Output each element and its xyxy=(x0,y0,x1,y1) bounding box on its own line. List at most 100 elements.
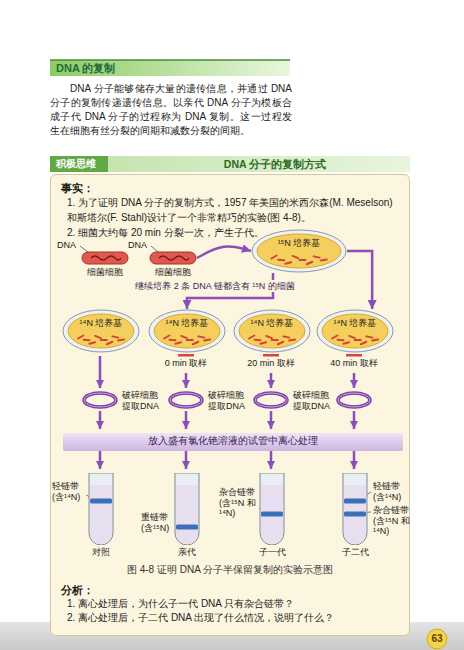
petri-dish: ¹⁴N 培养基 xyxy=(233,309,311,353)
petri-dish: ¹⁴N 培养基 xyxy=(316,309,394,353)
part-label: DNA xyxy=(57,240,79,251)
step-arrow xyxy=(353,373,356,388)
dish-bacterium xyxy=(101,339,107,341)
petri-dish: ¹⁴N 培养基 xyxy=(148,309,226,353)
band-label: 重链带 (含¹⁵N) xyxy=(141,512,173,533)
dish-rim xyxy=(149,310,225,352)
band-label: 杂合链带 (含¹⁵N 和¹⁴N) xyxy=(373,505,411,537)
panel-ground xyxy=(50,174,410,636)
node-label: 放入盛有氯化铯溶液的试管中离心处理 xyxy=(63,433,403,449)
node-label: 子一代 xyxy=(254,547,290,558)
body-text: 1. 离心处理后，为什么子一代 DNA 只有杂合链带？ xyxy=(67,597,401,612)
process-band: 放入盛有氯化铯溶液的试管中离心处理 xyxy=(63,433,403,451)
bacterium: 细菌细胞 xyxy=(149,251,197,279)
step-arrow xyxy=(270,411,273,429)
header-bar xyxy=(50,60,290,76)
dish-bacterium xyxy=(332,336,337,339)
flow-arrow xyxy=(197,247,251,258)
dish-shape xyxy=(233,309,311,353)
dish-bacterium xyxy=(283,336,289,337)
dish-bacterium xyxy=(299,259,305,261)
tube-shape xyxy=(254,473,290,545)
node-label: 细菌细胞 xyxy=(81,267,129,278)
dish-bacterium xyxy=(278,259,284,262)
section-bar: 积极思维DNA 分子的复制方式 xyxy=(50,156,410,172)
sample-mark xyxy=(178,354,194,357)
dna-bands xyxy=(90,499,112,504)
dish-bacterium xyxy=(193,342,198,345)
dish-bacterium xyxy=(285,262,291,264)
dish-bacterium xyxy=(89,342,95,344)
node-label: ¹⁴N 培养基 xyxy=(148,318,226,329)
dish-bacterium xyxy=(84,339,90,342)
step-arrow xyxy=(185,451,188,469)
cell-body xyxy=(150,252,196,264)
dish-bacteria xyxy=(332,336,378,345)
tube-shape xyxy=(337,473,373,545)
tube-liquid xyxy=(90,485,112,544)
dna-band xyxy=(90,499,112,504)
sample-label: 0 min 取样 xyxy=(158,358,214,369)
test-tube: 亲代 xyxy=(169,473,205,559)
cell-body xyxy=(82,252,128,264)
dish-bacterium xyxy=(343,342,349,344)
dna-band xyxy=(344,499,366,504)
dish-rim xyxy=(63,310,139,352)
dish-bacterium xyxy=(260,342,266,344)
dish-rim xyxy=(234,310,310,352)
band-label: 轻链带 (含¹⁴N) xyxy=(52,481,84,502)
tube-liquid xyxy=(176,485,198,544)
dish-shape xyxy=(148,309,226,353)
petri-dish: ¹⁴N 培养基 xyxy=(62,309,140,353)
dish-bacterium xyxy=(181,336,187,338)
cell-dna xyxy=(159,256,189,260)
dna-band xyxy=(344,512,366,517)
dish-bacteria xyxy=(249,336,295,345)
tube-liquid xyxy=(344,485,366,544)
ring-highlight xyxy=(338,393,370,407)
dish-bacterium xyxy=(361,342,366,345)
dish-bacterium xyxy=(293,256,299,258)
dish-bacterium xyxy=(170,339,176,342)
step-label: 破碎细胞 提取DNA xyxy=(122,390,160,411)
step-arrow xyxy=(185,411,188,429)
leader-lines xyxy=(80,246,371,526)
test-tube: 子一代 xyxy=(254,473,290,559)
body-text: 2. 离心处理后，子二代 DNA 出现了什么情况，说明了什么？ xyxy=(67,611,401,626)
section-heading: 事实： xyxy=(61,181,121,195)
dish-bacterium xyxy=(175,342,181,344)
dna-bands xyxy=(344,499,366,517)
dish-bacterium xyxy=(366,336,372,337)
petri-dish: ¹⁵N 培养基 xyxy=(251,229,347,273)
dish-shape xyxy=(62,309,140,353)
ring-highlight xyxy=(170,393,202,407)
step-arrows xyxy=(100,356,354,469)
cell-dna xyxy=(91,256,121,260)
dish-shape xyxy=(251,229,347,273)
dish-bacterium xyxy=(272,339,278,341)
dish-bacterium xyxy=(204,339,210,340)
step-arrow xyxy=(99,451,102,469)
sample-marks xyxy=(178,354,362,357)
section-heading: 分析： xyxy=(61,583,121,597)
node-label: ¹⁵N 培养基 xyxy=(251,238,347,249)
band-label: 轻链带 (含¹⁴N) xyxy=(373,481,407,502)
tube-shape xyxy=(169,473,205,545)
node-label: 亲代 xyxy=(169,547,205,558)
bacterium: 细菌细胞 xyxy=(81,251,129,279)
section-title: DNA 的复制 xyxy=(56,60,286,76)
dish-bacteria xyxy=(164,336,210,345)
dish-bacterium xyxy=(198,336,204,337)
body-text: 2. 细菌大约每 20 min 分裂一次，产生子代。 xyxy=(67,226,401,241)
ring-highlight xyxy=(255,393,287,407)
dna-band xyxy=(261,512,283,517)
dish-bacteria xyxy=(78,336,124,345)
step-label: 破碎细胞 提取DNA xyxy=(208,390,246,411)
tube-glass xyxy=(343,473,367,545)
node-label: ¹⁴N 培养基 xyxy=(316,318,394,329)
dish-bacterium xyxy=(249,336,254,339)
step-arrow xyxy=(185,373,188,388)
tube-liquid xyxy=(261,485,283,544)
dish-rim xyxy=(317,310,393,352)
